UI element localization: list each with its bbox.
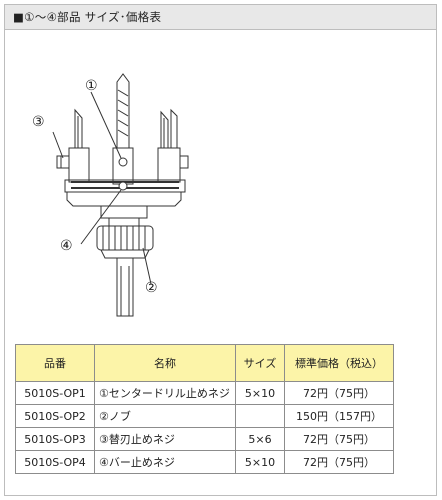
cell-part-number: 5010S-OP4 — [15, 450, 95, 474]
right-screw — [179, 155, 189, 169]
cell-name: ④バー止めネジ — [94, 450, 236, 474]
table-row: 5010S-OP3 ③替刃止めネジ 5×6 72円（75円） — [15, 427, 394, 451]
left-holder — [68, 147, 90, 183]
section-header: ■①〜④部品 サイズ･価格表 — [5, 5, 436, 30]
middle-blade — [160, 110, 169, 149]
right-holder — [157, 147, 181, 183]
screw-4 — [118, 181, 128, 191]
cell-name: ②ノブ — [94, 404, 236, 428]
left-screw — [56, 155, 70, 169]
cell-price: 72円（75円） — [284, 450, 394, 474]
cell-name: ①センタードリル止めネジ — [94, 381, 236, 405]
callout-3: ③ — [32, 114, 45, 130]
section-title: ■①〜④部品 サイズ･価格表 — [13, 10, 162, 24]
table-row: 5010S-OP4 ④バー止めネジ 5×10 72円（75円） — [15, 450, 394, 474]
cell-size: 5×6 — [235, 427, 285, 451]
cell-part-number: 5010S-OP1 — [15, 381, 95, 405]
leader-2 — [142, 247, 152, 285]
base-plate — [66, 191, 182, 207]
leader-1 — [90, 91, 122, 159]
col-price: 標準価格（税込） — [284, 344, 394, 382]
parts-panel: ■①〜④部品 サイズ･価格表 — [4, 4, 437, 496]
cell-price: 72円（75円） — [284, 381, 394, 405]
shank — [116, 257, 134, 317]
cell-price: 150円（157円） — [284, 404, 394, 428]
table-header-row: 品番 名称 サイズ 標準価格（税込） — [15, 344, 394, 382]
center-drill-bit — [116, 73, 130, 151]
cell-price: 72円（75円） — [284, 427, 394, 451]
leader-3 — [52, 131, 64, 159]
table-row: 5010S-OP2 ②ノブ 150円（157円） — [15, 404, 394, 428]
col-part-number: 品番 — [15, 344, 95, 382]
table-row: 5010S-OP1 ①センタードリル止めネジ 5×10 72円（75円） — [15, 381, 394, 405]
parts-table: 品番 名称 サイズ 標準価格（税込） 5010S-OP1 ①センタードリル止めネ… — [15, 344, 394, 474]
col-size: サイズ — [235, 344, 285, 382]
knob — [96, 225, 154, 259]
leader-4 — [80, 189, 122, 245]
callout-1: ① — [85, 78, 98, 94]
right-blade — [170, 108, 178, 149]
parts-diagram: ① ② ③ ④ — [32, 73, 189, 317]
screw-1 — [118, 157, 128, 167]
callout-2: ② — [145, 280, 158, 296]
cell-size: 5×10 — [235, 381, 285, 405]
left-blade — [74, 108, 83, 149]
cell-name: ③替刃止めネジ — [94, 427, 236, 451]
cell-size: 5×10 — [235, 450, 285, 474]
cell-size — [235, 404, 285, 428]
cell-part-number: 5010S-OP3 — [15, 427, 95, 451]
cell-part-number: 5010S-OP2 — [15, 404, 95, 428]
callout-4: ④ — [60, 238, 73, 254]
col-name: 名称 — [94, 344, 236, 382]
